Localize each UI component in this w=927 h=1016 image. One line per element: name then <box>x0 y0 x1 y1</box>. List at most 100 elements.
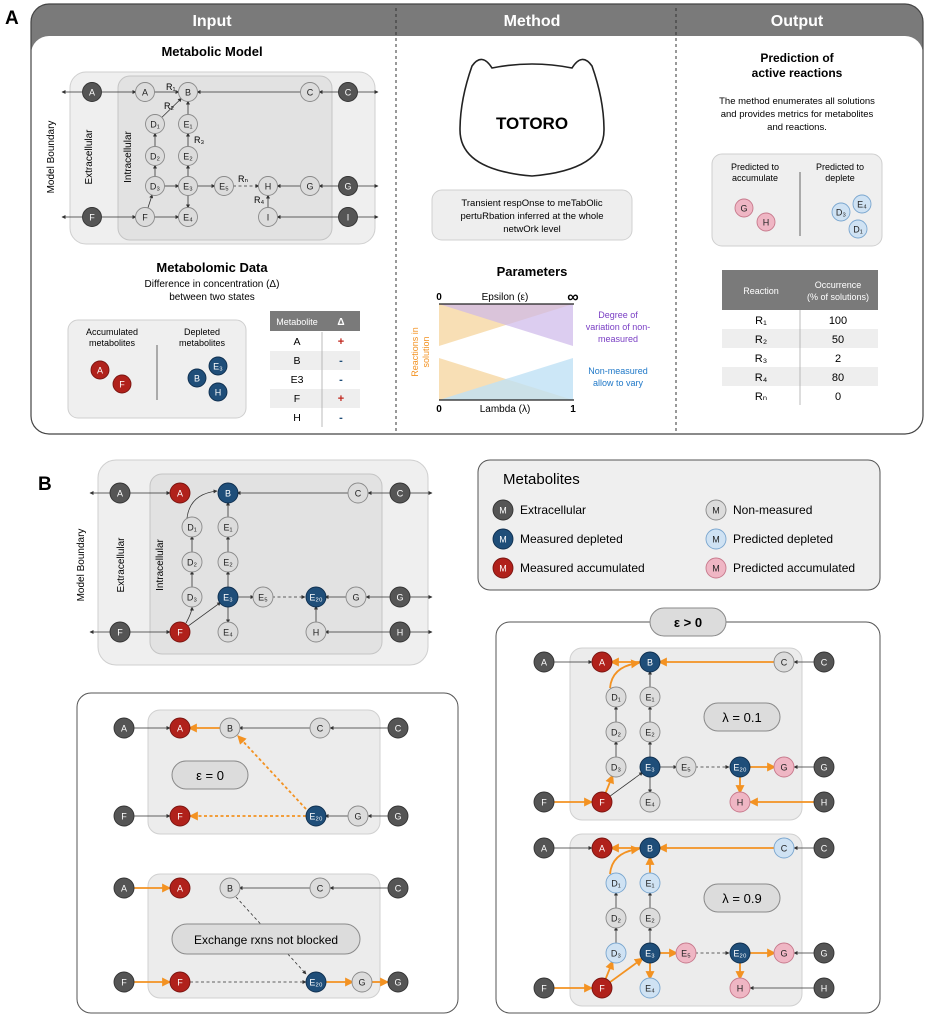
metabolite-circle <box>169 877 191 899</box>
reaction-edge <box>187 601 222 628</box>
metabolite-label: D₃ <box>836 208 846 218</box>
metabolite-label: E₁ <box>183 120 192 130</box>
metabolite-node: F <box>169 805 191 827</box>
metabolite-label: M <box>499 506 507 516</box>
metabolite-circle <box>705 528 727 550</box>
metabolite-circle <box>813 837 835 859</box>
prediction-box <box>711 153 883 247</box>
metabolite-circle <box>338 176 358 196</box>
metabolite-label: E₃ <box>645 949 655 959</box>
metabolite-node: G <box>345 586 367 608</box>
metabolite-circle <box>639 942 661 964</box>
metabolite-label: F <box>142 213 148 223</box>
metabolite-circle <box>214 176 234 196</box>
metabolite-circle <box>729 977 751 999</box>
metabolite-label: B <box>647 844 653 854</box>
metabolite-label: A <box>97 366 103 376</box>
degree-line-1: Degree of <box>598 310 638 320</box>
metabolite-node: H <box>813 977 835 999</box>
metabolite-label: D₃ <box>187 593 197 603</box>
eps-pos-pill <box>649 607 727 637</box>
eps-zero-cell-1 <box>147 709 381 835</box>
metabolite-circle <box>178 207 198 227</box>
legend-item-label: Predicted depleted <box>733 532 833 546</box>
metabolite-circle <box>109 482 131 504</box>
metabolite-label: E₃ <box>213 362 223 372</box>
panel-b-letter: B <box>38 474 52 495</box>
metabolite-node: F <box>591 791 613 813</box>
totoro-logo-shape <box>459 58 605 177</box>
panel-a-frame <box>30 3 924 435</box>
metabolic-model-title: Metabolic Model <box>161 44 262 59</box>
metab-table-delta: + <box>338 336 344 348</box>
metabolite-label: B <box>194 374 200 384</box>
metab-table-row-bg <box>270 370 360 389</box>
rxn-r4: R₄ <box>254 195 264 205</box>
metabolite-label: G <box>344 182 351 192</box>
metabolite-circle <box>113 877 135 899</box>
metabolite-node: G <box>347 805 369 827</box>
metabolite-node: E₂₀ <box>305 805 327 827</box>
lambda-low-label: λ = 0.1 <box>722 710 761 725</box>
metabolite-node: A <box>591 837 613 859</box>
metabolite-label: G <box>820 949 827 959</box>
metabolite-label: E₁ <box>645 693 654 703</box>
metabolite-node: F <box>82 207 102 227</box>
metabolite-node: I <box>258 207 278 227</box>
metabolite-circle <box>169 482 191 504</box>
reaction-edge <box>609 771 644 798</box>
eps-zero-label: ε = 0 <box>196 768 224 783</box>
metabolite-node: E₅ <box>214 176 234 196</box>
metabolite-circle <box>217 586 239 608</box>
reaction-edge <box>604 960 614 980</box>
eps-zero-pill <box>171 760 249 790</box>
metabolite-node: A <box>135 82 155 102</box>
metabolite-circle <box>217 516 239 538</box>
metabolite-circle <box>217 551 239 573</box>
legend-item-label: Measured accumulated <box>520 561 645 575</box>
b-intracellular-label: Intracellular <box>155 538 166 590</box>
lambda-low-pill <box>703 702 781 732</box>
metabolite-circle <box>773 942 795 964</box>
metab-table-cell: F <box>294 393 300 405</box>
metabolite-circle <box>675 756 697 778</box>
metabolite-circle <box>639 872 661 894</box>
metabolite-node: B <box>187 368 207 388</box>
metabolite-node: H <box>258 176 278 196</box>
metabolite-node: H <box>729 977 751 999</box>
metabolite-circle <box>145 176 165 196</box>
metabolite-node: H <box>813 791 835 813</box>
metabolite-label: A <box>121 884 127 894</box>
metabolite-node: F <box>169 971 191 993</box>
intracellular-box <box>117 75 333 241</box>
metabolite-table: A+B-E3-F+H- <box>270 332 360 427</box>
metabolite-circle <box>831 202 851 222</box>
metabolite-node: E₄ <box>217 621 239 643</box>
metabolite-node: C <box>387 717 409 739</box>
metabolite-label: B <box>227 884 233 894</box>
metabolite-node: B <box>178 82 198 102</box>
metabolite-label: M <box>712 506 720 516</box>
metabolite-label: E₂ <box>645 914 655 924</box>
metabolite-label: E₅ <box>681 949 691 959</box>
metabolite-label: H <box>313 628 320 638</box>
metabolite-node: D₁ <box>145 114 165 134</box>
metabolite-node: A <box>113 877 135 899</box>
metabolite-node: D₃ <box>605 942 627 964</box>
metabolite-circle <box>112 374 132 394</box>
metabolite-circle <box>605 686 627 708</box>
metabolite-circle <box>338 207 358 227</box>
metabolite-label: C <box>395 724 402 734</box>
metabolite-node: G <box>813 942 835 964</box>
metabolite-circle <box>113 971 135 993</box>
metabolite-label: G <box>394 812 401 822</box>
metabolite-label: C <box>355 489 362 499</box>
metabolite-label: E₃ <box>223 593 233 603</box>
metabolite-circle <box>305 621 327 643</box>
metabolite-circle <box>258 176 278 196</box>
metabolite-node: E₂₀ <box>729 756 751 778</box>
metabolite-label: G <box>352 593 359 603</box>
